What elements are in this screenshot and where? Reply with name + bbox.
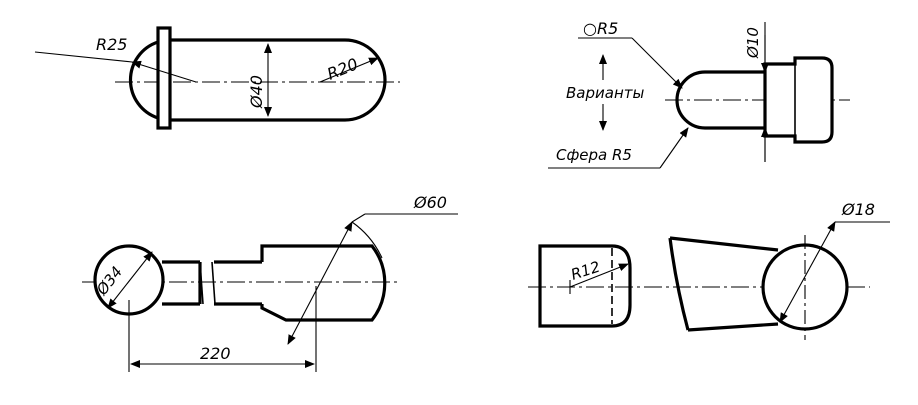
label-d18: Ø18: [841, 200, 875, 219]
dim-line-r12: [569, 263, 629, 288]
label-d10: Ø10: [744, 27, 762, 59]
spherical-cap: [128, 40, 159, 120]
pin-body: [170, 38, 387, 122]
flange: [156, 26, 172, 130]
short-cylinder: [538, 244, 632, 328]
label-d60: Ø60: [413, 193, 447, 212]
label-sphere-r5-top: ○R5: [583, 19, 618, 38]
label-220: 220: [200, 344, 231, 363]
tapered-shaft: [668, 236, 779, 332]
shaft-segment-right: [214, 260, 262, 306]
dim-line-d18: [779, 221, 836, 323]
shaft-break-right: [211, 261, 216, 305]
dim-line-d60: [287, 221, 353, 345]
dim-line-r20: [319, 57, 379, 83]
shaft-segment-left: [162, 260, 202, 306]
leader-r25: [34, 51, 133, 63]
leader-d60: [351, 213, 366, 223]
figure-bottom-left: Ø34 Ø60 220: [82, 193, 458, 372]
label-r25: R25: [96, 35, 127, 54]
leader-r25-arrow: [131, 60, 197, 83]
leader-sphere-r5: [659, 127, 689, 169]
dim-line-d34: [107, 251, 153, 309]
leader-r5-top: [631, 37, 683, 89]
label-r20: R20: [324, 54, 360, 83]
cylinder-body: [260, 244, 387, 322]
arc-d60: [351, 221, 383, 259]
shaft-rounded-end: [675, 70, 765, 130]
label-r12: R12: [569, 258, 603, 284]
figure-top-right: ○R5 Ø10 Варианты Сфера R5: [548, 19, 850, 169]
label-variants: Варианты: [566, 84, 644, 102]
figure-top-left: R25 Ø40 R20: [34, 26, 400, 130]
label-sphere-r5: Сфера R5: [556, 146, 632, 164]
shaft-break-left: [199, 261, 204, 305]
label-d40: Ø40: [247, 75, 266, 109]
figure-bottom-right: R12 Ø18: [528, 200, 890, 340]
head: [763, 56, 834, 144]
